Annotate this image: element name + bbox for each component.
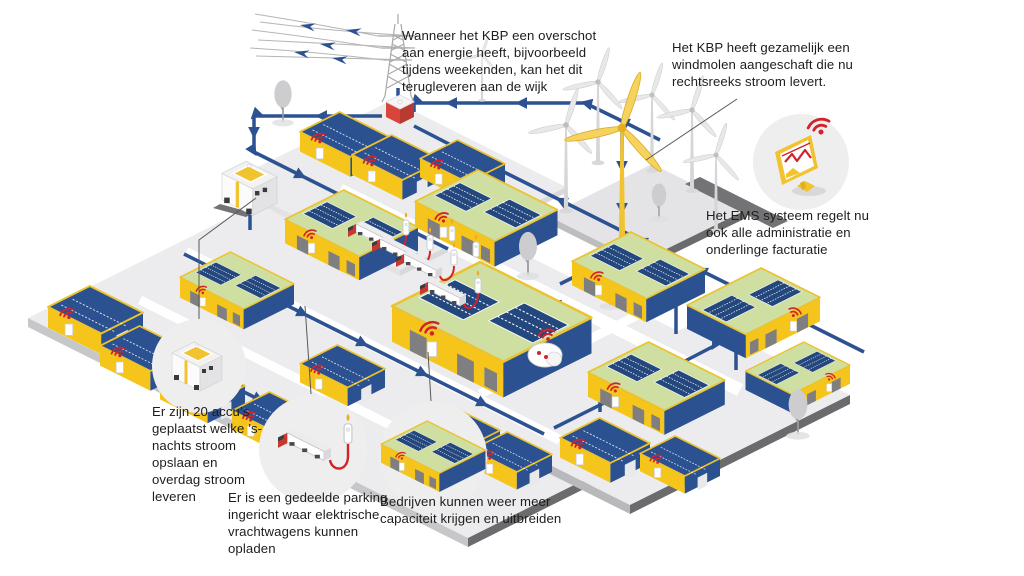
annotation-grid-feedback: Wanneer het KBP een overschot aan energi… — [402, 28, 597, 94]
ems-callout — [753, 114, 849, 210]
annotation-ems: Het EMS systeem regelt nu ook alle admin… — [706, 208, 870, 257]
ev-trucks — [347, 211, 482, 310]
annotation-parking: Er is een gedeelde parking ingericht waa… — [228, 490, 388, 556]
battery-callout — [152, 319, 246, 413]
transformer — [385, 94, 415, 124]
ems-monitor-icon — [775, 135, 818, 192]
road-stub — [213, 204, 253, 217]
callout-circles — [152, 114, 849, 510]
callout-lines — [198, 98, 738, 402]
annotation-battery: Er zijn 20 accu’s geplaatst welke ’s-nac… — [152, 404, 263, 504]
parking-callout — [259, 395, 367, 503]
annotation-windmill: Het KBP heeft gezamelijk een windmolen a… — [672, 40, 853, 89]
electricity-pylon — [249, 13, 419, 103]
grid-export-arrow-icon — [319, 39, 336, 51]
tree-icon — [271, 79, 295, 128]
annotation-expansion: Bedrijven kunnen weer meer capaciteit kr… — [380, 494, 562, 526]
storage-tank — [527, 326, 563, 368]
expansion-callout — [379, 402, 487, 510]
